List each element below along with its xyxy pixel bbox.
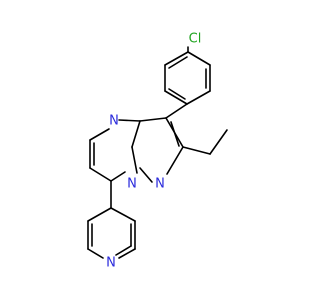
bond — [186, 90, 211, 105]
bond — [165, 103, 188, 119]
bond — [164, 51, 189, 66]
bond — [166, 146, 184, 175]
bond — [89, 128, 110, 141]
molecule-structure: Cl N N N N — [87, 32, 228, 271]
bond — [209, 129, 228, 155]
bond — [118, 248, 136, 259]
bond — [170, 121, 180, 147]
bond-network — [87, 46, 228, 259]
bond — [168, 88, 186, 100]
bond — [110, 171, 126, 182]
bond — [131, 120, 141, 148]
bond — [87, 207, 112, 222]
chlorine-atom-label: Cl — [189, 32, 202, 47]
bond — [87, 248, 104, 259]
bond — [182, 146, 211, 155]
bond — [89, 167, 112, 182]
bond — [168, 56, 188, 69]
bond — [115, 245, 132, 256]
bond — [139, 117, 167, 122]
bond — [118, 119, 141, 122]
pyridine-n-label: N — [106, 256, 116, 271]
pyrazole-n1-label: N — [155, 177, 165, 192]
bond — [187, 51, 211, 66]
bond — [110, 207, 136, 222]
pyrimidine-n4-label: N — [109, 114, 119, 129]
bond — [164, 90, 188, 105]
bond — [131, 146, 138, 174]
bridgehead-n-label: N — [127, 177, 137, 192]
bond — [139, 167, 153, 183]
